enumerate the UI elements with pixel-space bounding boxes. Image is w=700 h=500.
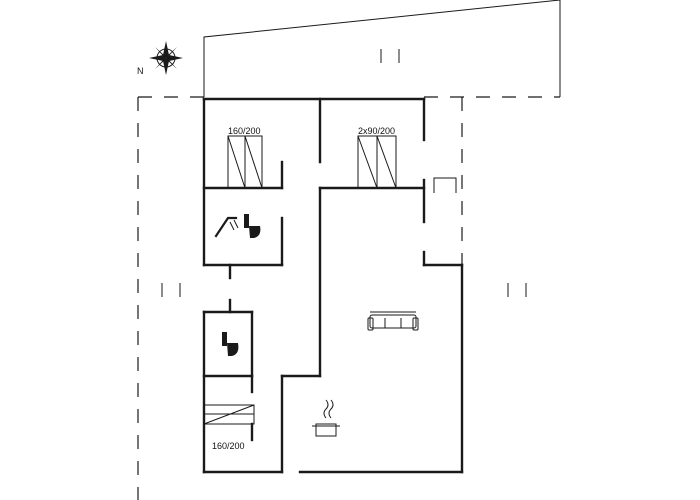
- toilet-icon-2: [222, 332, 239, 356]
- terrace-marker-left: [161, 283, 181, 297]
- cabinet-icon: [433, 177, 457, 193]
- bed-label-top-left: 160/200: [228, 126, 261, 136]
- cooking-pot-icon: [312, 399, 340, 437]
- walls: [202, 97, 464, 474]
- bed-double-top-left-icon: [227, 135, 263, 189]
- bed-label-top-right: 2x90/200: [358, 126, 395, 136]
- plot-boundary: [137, 96, 560, 500]
- terrace-outline: [203, 0, 561, 97]
- bed-double-bottom-left-icon: [203, 404, 255, 425]
- sofa-icon: [367, 311, 419, 331]
- terrace-marker-top: [380, 49, 400, 63]
- terrace-marker-right: [507, 283, 527, 297]
- compass-icon: [149, 41, 183, 75]
- bed-label-bottom-left: 160/200: [212, 441, 245, 451]
- toilet-icon: [244, 214, 261, 238]
- shower-icon: [214, 216, 239, 238]
- bed-twin-top-right-icon: [357, 135, 397, 189]
- compass-north-label: N: [137, 66, 144, 76]
